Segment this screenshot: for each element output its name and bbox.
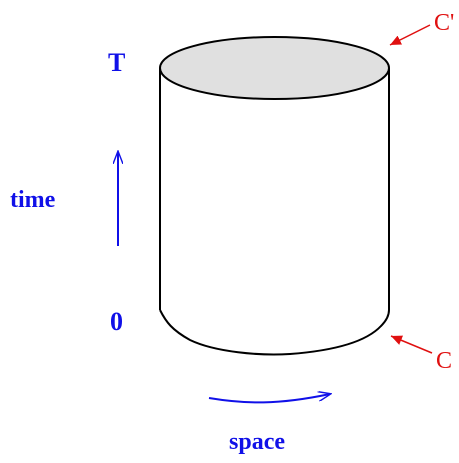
top-surface-pointer-icon (389, 24, 431, 46)
top-surface-label: C' (434, 10, 454, 36)
bottom-surface-label: C (436, 348, 452, 374)
space-axis-label: space (229, 429, 285, 455)
time-axis-label: time (10, 187, 56, 213)
space-arrow-icon (208, 394, 330, 404)
cylinder-bottom-edge (159, 309, 390, 356)
bottom-time-label: 0 (110, 307, 123, 336)
cylinder (159, 36, 390, 356)
bottom-surface-pointer-icon (390, 335, 433, 354)
cylinder-top-face (159, 36, 390, 100)
top-time-label: T (108, 48, 125, 77)
